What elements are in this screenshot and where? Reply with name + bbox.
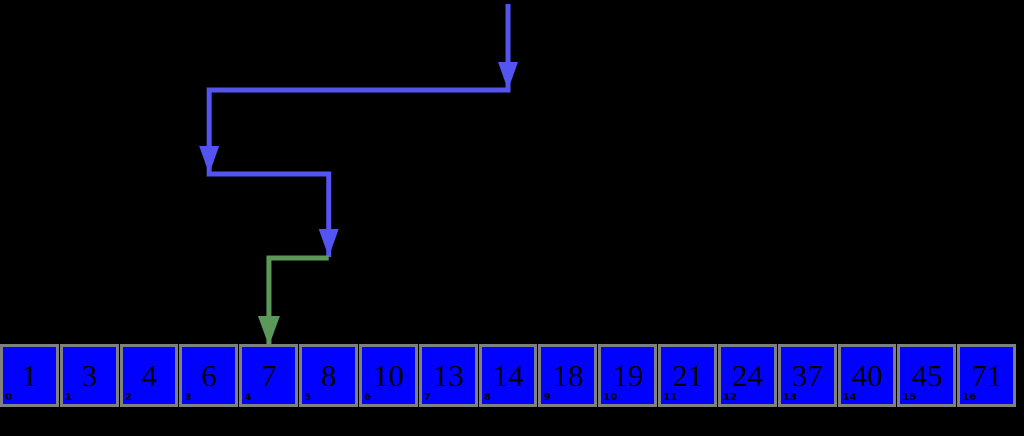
cell-value: 71 [971, 358, 1003, 393]
found-arrowhead-icon [257, 316, 280, 346]
cell-value: 8 [320, 358, 337, 393]
cell-value: 6 [201, 358, 217, 393]
cell-value: 4 [141, 358, 157, 393]
cell-index: 3 [184, 392, 192, 403]
cell-index: 1 [64, 392, 72, 403]
cell-value: 14 [492, 358, 524, 393]
probe-arrowhead-icon [498, 62, 518, 90]
cell-value: 3 [81, 358, 97, 393]
cell-index: 15 [902, 392, 917, 403]
cell-index: 9 [543, 392, 551, 403]
cell-index: 6 [363, 392, 371, 403]
probe-path [206, 4, 511, 257]
cell-index: 13 [782, 392, 797, 403]
cell-index: 16 [962, 392, 977, 403]
found-path [266, 255, 329, 346]
cell-index: 5 [304, 392, 312, 403]
cell-value: 40 [851, 358, 883, 393]
cell-value: 13 [432, 358, 464, 393]
cell-value: 45 [911, 358, 943, 393]
cell-value: 37 [791, 358, 823, 393]
cell-value: 24 [731, 358, 763, 393]
probe-arrowhead-icon [318, 229, 339, 257]
cell-index: 11 [663, 392, 678, 403]
cell-value: 21 [672, 358, 704, 393]
cell-index: 12 [722, 392, 737, 403]
cell-value: 18 [552, 358, 584, 393]
cell-index: 7 [423, 392, 431, 403]
cell-index: 4 [244, 392, 252, 403]
cell-value: 19 [612, 358, 644, 393]
cell-index: 10 [603, 392, 618, 403]
cell-index: 8 [483, 392, 491, 403]
cell-index: 14 [842, 392, 857, 403]
cell-value: 7 [260, 358, 277, 393]
cell-index: 0 [5, 392, 12, 403]
cell-index: 2 [124, 392, 132, 403]
probe-arrowhead-icon [199, 146, 220, 174]
cell-value: 1 [21, 358, 38, 393]
cell-value: 10 [372, 358, 404, 393]
